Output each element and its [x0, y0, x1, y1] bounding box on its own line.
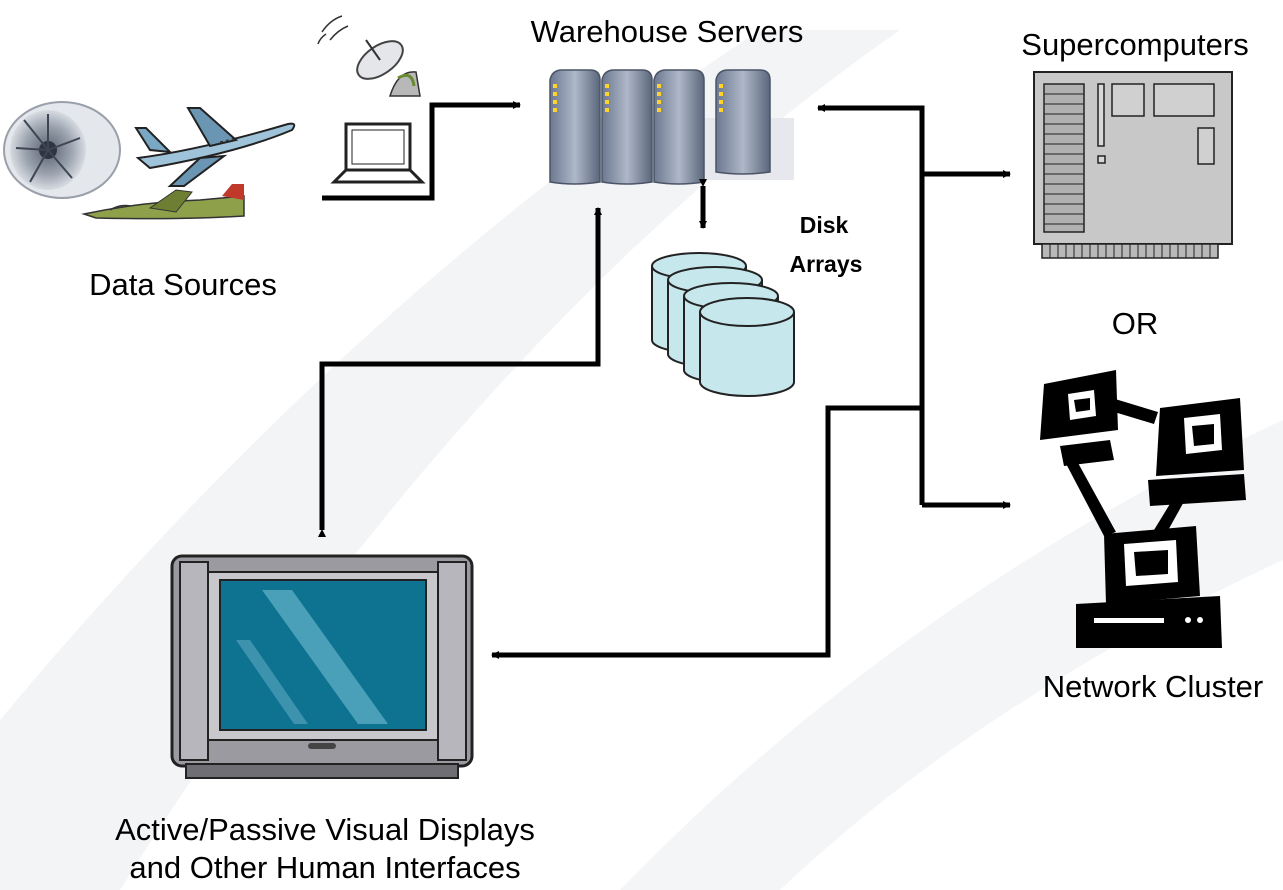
network-cluster-label: Network Cluster	[1043, 669, 1264, 704]
displays-label-line2: and Other Human Interfaces	[129, 850, 520, 885]
jet-engine-icon	[3, 101, 121, 199]
server-unit	[715, 69, 771, 175]
disk-arrays-group: Disk Arrays	[651, 212, 863, 397]
connector-compute-to-warehouse	[817, 104, 925, 505]
disk-label-line1: Disk	[800, 212, 849, 238]
server-rack-icon	[549, 69, 794, 185]
laptop-icon	[330, 122, 426, 184]
disk-label-line2: Arrays	[790, 251, 863, 277]
disk-array-icon	[651, 252, 795, 397]
warehouse-servers-group: Warehouse Servers	[531, 14, 804, 185]
display-group: Active/Passive Visual Displays and Other…	[115, 554, 535, 885]
airliner-icon	[134, 107, 296, 187]
supercomputers-label: Supercomputers	[1021, 27, 1248, 62]
network-cluster-icon	[1040, 370, 1246, 648]
data-sources-label: Data Sources	[89, 267, 277, 302]
fighter-jet-icon	[81, 184, 245, 220]
satellite-dish-icon	[310, 0, 428, 100]
supercomputers-group: Supercomputers	[1021, 27, 1249, 259]
warehouse-servers-label: Warehouse Servers	[531, 14, 804, 49]
television-icon	[170, 554, 474, 779]
supercomputer-icon	[1033, 71, 1233, 259]
server-unit	[601, 69, 653, 185]
network-cluster-group: Network Cluster	[1040, 370, 1263, 704]
data-sources-group: Data Sources	[3, 0, 428, 302]
server-unit	[653, 69, 705, 185]
connector-display-warehouse	[318, 207, 602, 537]
connectors	[318, 101, 1011, 659]
server-unit	[549, 69, 601, 185]
displays-label-line1: Active/Passive Visual Displays	[115, 812, 535, 847]
or-label: OR	[1112, 306, 1159, 341]
connector-sources-to-warehouse	[322, 101, 521, 201]
connector-compute-to-display	[491, 405, 922, 659]
